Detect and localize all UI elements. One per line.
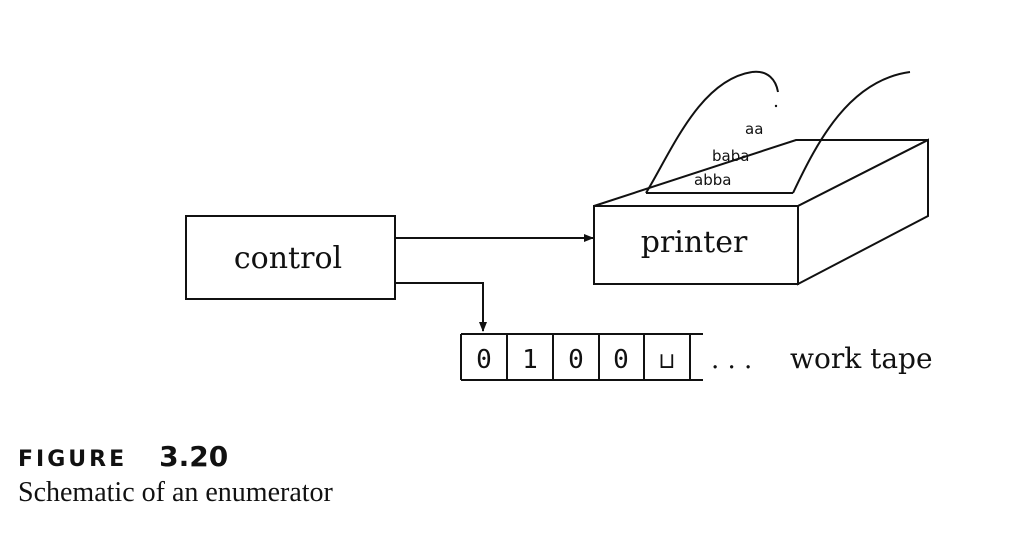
work-tape: 0 1 0 0 ⊔ . . . work tape bbox=[460, 333, 933, 381]
printer: printer bbox=[593, 138, 929, 286]
printer-front-face bbox=[593, 205, 799, 285]
paper-line-3: abba bbox=[694, 171, 731, 189]
paper-dot bbox=[774, 104, 778, 108]
figure-caption-text: Schematic of an enumerator bbox=[18, 477, 333, 508]
control-label: control bbox=[234, 241, 342, 276]
printer-label: printer bbox=[641, 225, 748, 260]
tape-cell-3: 0 bbox=[613, 345, 629, 375]
tape-cell-2: 0 bbox=[568, 345, 584, 375]
paper-line-1: aa bbox=[745, 120, 763, 138]
printed-paper: aa baba abba bbox=[645, 70, 911, 194]
paper-top-curl bbox=[751, 70, 779, 93]
figure-word: FIGURE bbox=[18, 447, 128, 472]
figure-heading: FIGURE 3.20 bbox=[18, 440, 333, 473]
paper-right-edge bbox=[792, 71, 911, 194]
paper-left-edge bbox=[645, 71, 753, 194]
tape-cell-1: 1 bbox=[522, 345, 538, 375]
figure-caption: FIGURE 3.20 Schematic of an enumerator bbox=[18, 440, 333, 509]
tape-ellipsis: . . . bbox=[711, 345, 752, 375]
control-to-tape-arrow bbox=[395, 282, 487, 332]
tape-cell-blank: ⊔ bbox=[658, 349, 675, 374]
tape-cell-0: 0 bbox=[476, 345, 492, 375]
work-tape-label: work tape bbox=[790, 342, 933, 375]
control-box: control bbox=[185, 215, 396, 300]
paper-line-2: baba bbox=[712, 147, 749, 165]
figure-number: 3.20 bbox=[159, 440, 229, 473]
